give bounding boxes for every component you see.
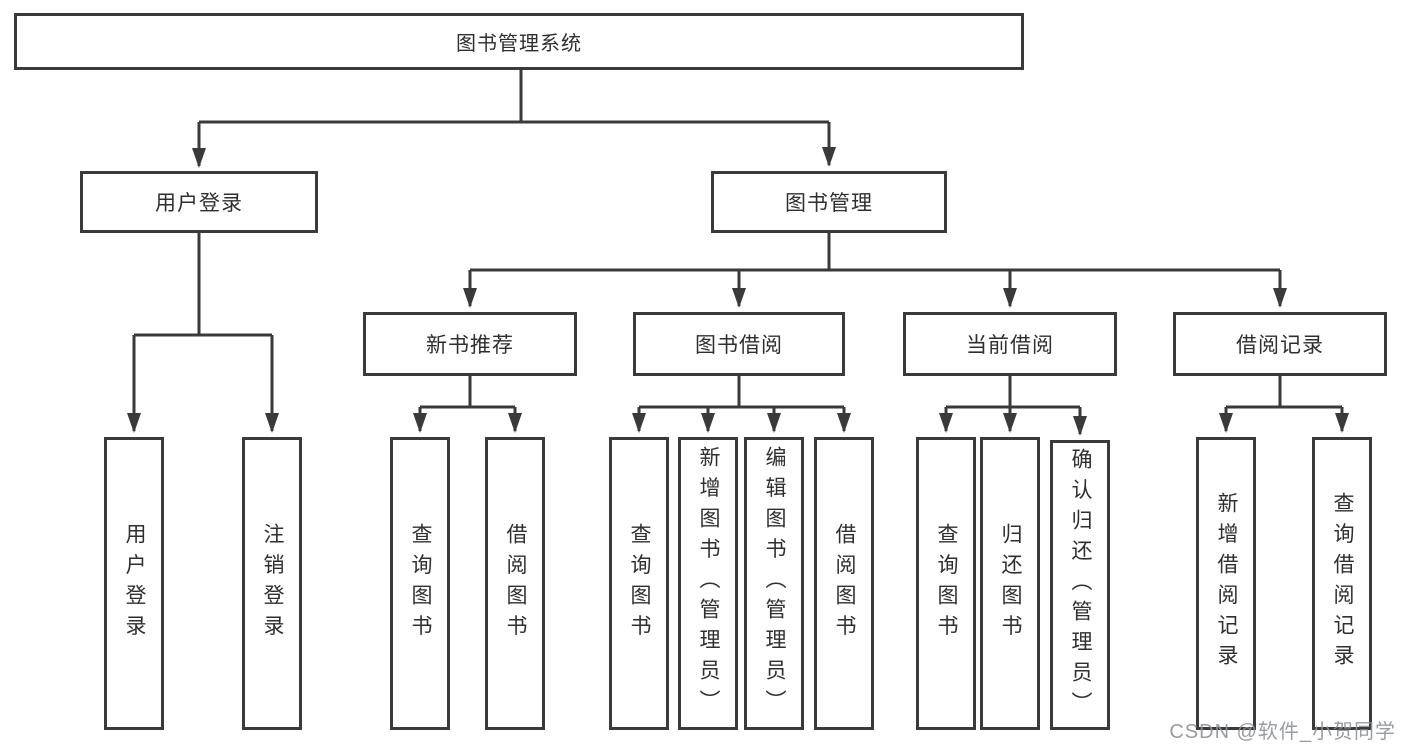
node-new-book-recommendation: 新书推荐 xyxy=(363,312,577,376)
leaf-query-books: 查询图书 xyxy=(916,437,976,730)
leaf-add-borrow-record: 新增借阅记录 xyxy=(1196,437,1256,730)
leaf-borrow-books: 借阅图书 xyxy=(814,437,874,730)
leaf-logout: 注销登录 xyxy=(242,437,302,730)
node-library-management-system: 图书管理系统 xyxy=(14,13,1024,70)
leaf-query-borrow-record: 查询借阅记录 xyxy=(1312,437,1372,730)
node-book-borrowing: 图书借阅 xyxy=(633,312,845,376)
node-book-management: 图书管理 xyxy=(711,171,947,233)
node-current-borrowing: 当前借阅 xyxy=(903,312,1117,376)
leaf-return-books: 归还图书 xyxy=(980,437,1040,730)
leaf-user-login: 用户登录 xyxy=(104,437,164,730)
leaf-query-books: 查询图书 xyxy=(390,437,450,730)
node-borrowing-records: 借阅记录 xyxy=(1173,312,1387,376)
node-user-login: 用户登录 xyxy=(80,171,318,233)
leaf-confirm-return-admin: 确认归还（管理员） xyxy=(1050,440,1110,730)
csdn-watermark: CSDN @软件_小贺同学 xyxy=(1169,721,1396,743)
leaf-borrow-books: 借阅图书 xyxy=(485,437,545,730)
leaf-add-books-admin: 新增图书（管理员） xyxy=(678,437,738,730)
leaf-query-books: 查询图书 xyxy=(609,437,669,730)
leaf-edit-books-admin: 编辑图书（管理员） xyxy=(744,437,804,730)
